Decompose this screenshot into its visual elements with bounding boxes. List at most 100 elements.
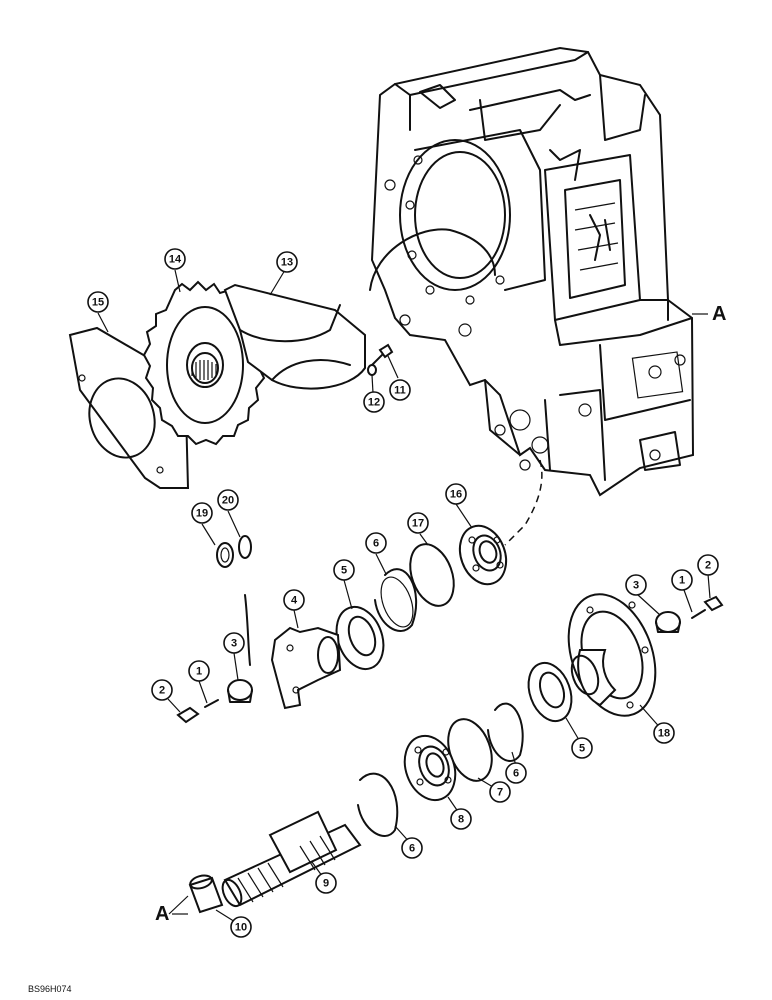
callout-3: 3: [625, 574, 647, 596]
callout-number: 20: [222, 495, 234, 507]
callout-number: 10: [235, 922, 247, 934]
oil-seal-5-lower: [527, 661, 573, 723]
callout-number: 16: [450, 489, 462, 501]
callout-number: 5: [579, 743, 585, 755]
callout-18: 18: [653, 722, 675, 744]
callout-3: 3: [223, 632, 245, 654]
callout-number: 2: [159, 685, 165, 697]
callout-circle: [188, 660, 210, 682]
callout-circle: [87, 291, 109, 313]
callout-number: 12: [368, 397, 380, 409]
callout-circle: [697, 554, 719, 576]
retaining-ring-6-mid: [487, 702, 524, 762]
callout-5: 5: [571, 737, 593, 759]
callout-number: 4: [291, 595, 298, 607]
callout-circle: [653, 722, 675, 744]
callout-14: 14: [164, 248, 186, 270]
callout-number: 17: [412, 518, 424, 530]
callout-circle: [363, 391, 385, 413]
retainer-3-left: [227, 679, 253, 703]
callout-circle: [333, 559, 355, 581]
callout-number: 15: [92, 297, 104, 309]
retaining-ring-6-upper: [374, 568, 418, 632]
oil-seal-5-upper: [335, 606, 385, 670]
callout-16: 16: [445, 483, 467, 505]
callout-number: 9: [323, 878, 329, 890]
callout-4: 4: [283, 589, 305, 611]
callout-12: 12: [363, 391, 385, 413]
callout-17: 17: [407, 512, 429, 534]
callout-20: 20: [217, 489, 239, 511]
callout-number: 6: [409, 843, 415, 855]
washer-12: [367, 364, 377, 376]
callout-circle: [191, 502, 213, 524]
transmission-housing: [370, 46, 695, 497]
callout-circle: [625, 574, 647, 596]
callout-5: 5: [333, 559, 355, 581]
washer-2-right: [703, 595, 724, 612]
output-shaft-9: [221, 810, 362, 908]
callout-1: 1: [188, 660, 210, 682]
callout-number: 1: [196, 666, 202, 678]
callout-2: 2: [697, 554, 719, 576]
callout-circle: [223, 632, 245, 654]
callout-number: 18: [658, 728, 670, 740]
callout-8: 8: [450, 808, 472, 830]
callout-6: 6: [365, 532, 387, 554]
callout-circle: [401, 837, 423, 859]
callout-13: 13: [276, 251, 298, 273]
callout-number: 2: [705, 560, 711, 572]
callout-circle: [276, 251, 298, 273]
callout-7: 7: [489, 781, 511, 803]
callout-number: 13: [281, 257, 293, 269]
sleeve-10: [188, 874, 224, 914]
callout-19: 19: [191, 502, 213, 524]
callout-circle: [151, 679, 173, 701]
callout-9: 9: [315, 872, 337, 894]
bolt-1-left: [204, 699, 219, 708]
callout-number: 6: [373, 538, 379, 550]
retaining-ring-6-lower: [357, 772, 399, 837]
yoke-4: [270, 626, 342, 710]
callout-circle: [445, 483, 467, 505]
callout-circle: [217, 489, 239, 511]
callout-2: 2: [151, 679, 173, 701]
retainer-3-right: [655, 611, 681, 633]
bolt-1-right: [691, 609, 706, 619]
callout-number: 1: [679, 575, 685, 587]
callout-number: 8: [458, 814, 464, 826]
callout-circle: [230, 916, 252, 938]
section-mark-a-left: A: [155, 903, 169, 925]
callout-circle: [389, 379, 411, 401]
callout-number: 3: [231, 638, 237, 650]
seal-ring-20: [238, 535, 252, 559]
callout-10: 10: [230, 916, 252, 938]
callout-6: 6: [505, 762, 527, 784]
callout-11: 11: [389, 379, 411, 401]
callout-number: 11: [394, 385, 406, 397]
callout-number: 5: [341, 565, 347, 577]
callout-circle: [365, 532, 387, 554]
callout-number: 14: [169, 254, 182, 266]
figure-code: BS96H074: [28, 984, 72, 994]
callout-circle: [315, 872, 337, 894]
callout-15: 15: [87, 291, 109, 313]
callout-circle: [505, 762, 527, 784]
callout-circle: [571, 737, 593, 759]
bearing-8: [403, 734, 457, 802]
callout-circle: [283, 589, 305, 611]
install-pointer-curve: [369, 228, 496, 291]
bearing-16: [458, 524, 508, 586]
callout-circle: [164, 248, 186, 270]
callout-number: 3: [633, 580, 639, 592]
seal-ring-19: [216, 542, 234, 568]
callout-circle: [671, 569, 693, 591]
washer-2-left: [176, 706, 200, 724]
callout-1: 1: [671, 569, 693, 591]
bearing-cap-18: [567, 593, 657, 717]
bolt-11: [371, 343, 394, 366]
section-mark-a-right: A: [712, 303, 726, 325]
callout-6: 6: [401, 837, 423, 859]
